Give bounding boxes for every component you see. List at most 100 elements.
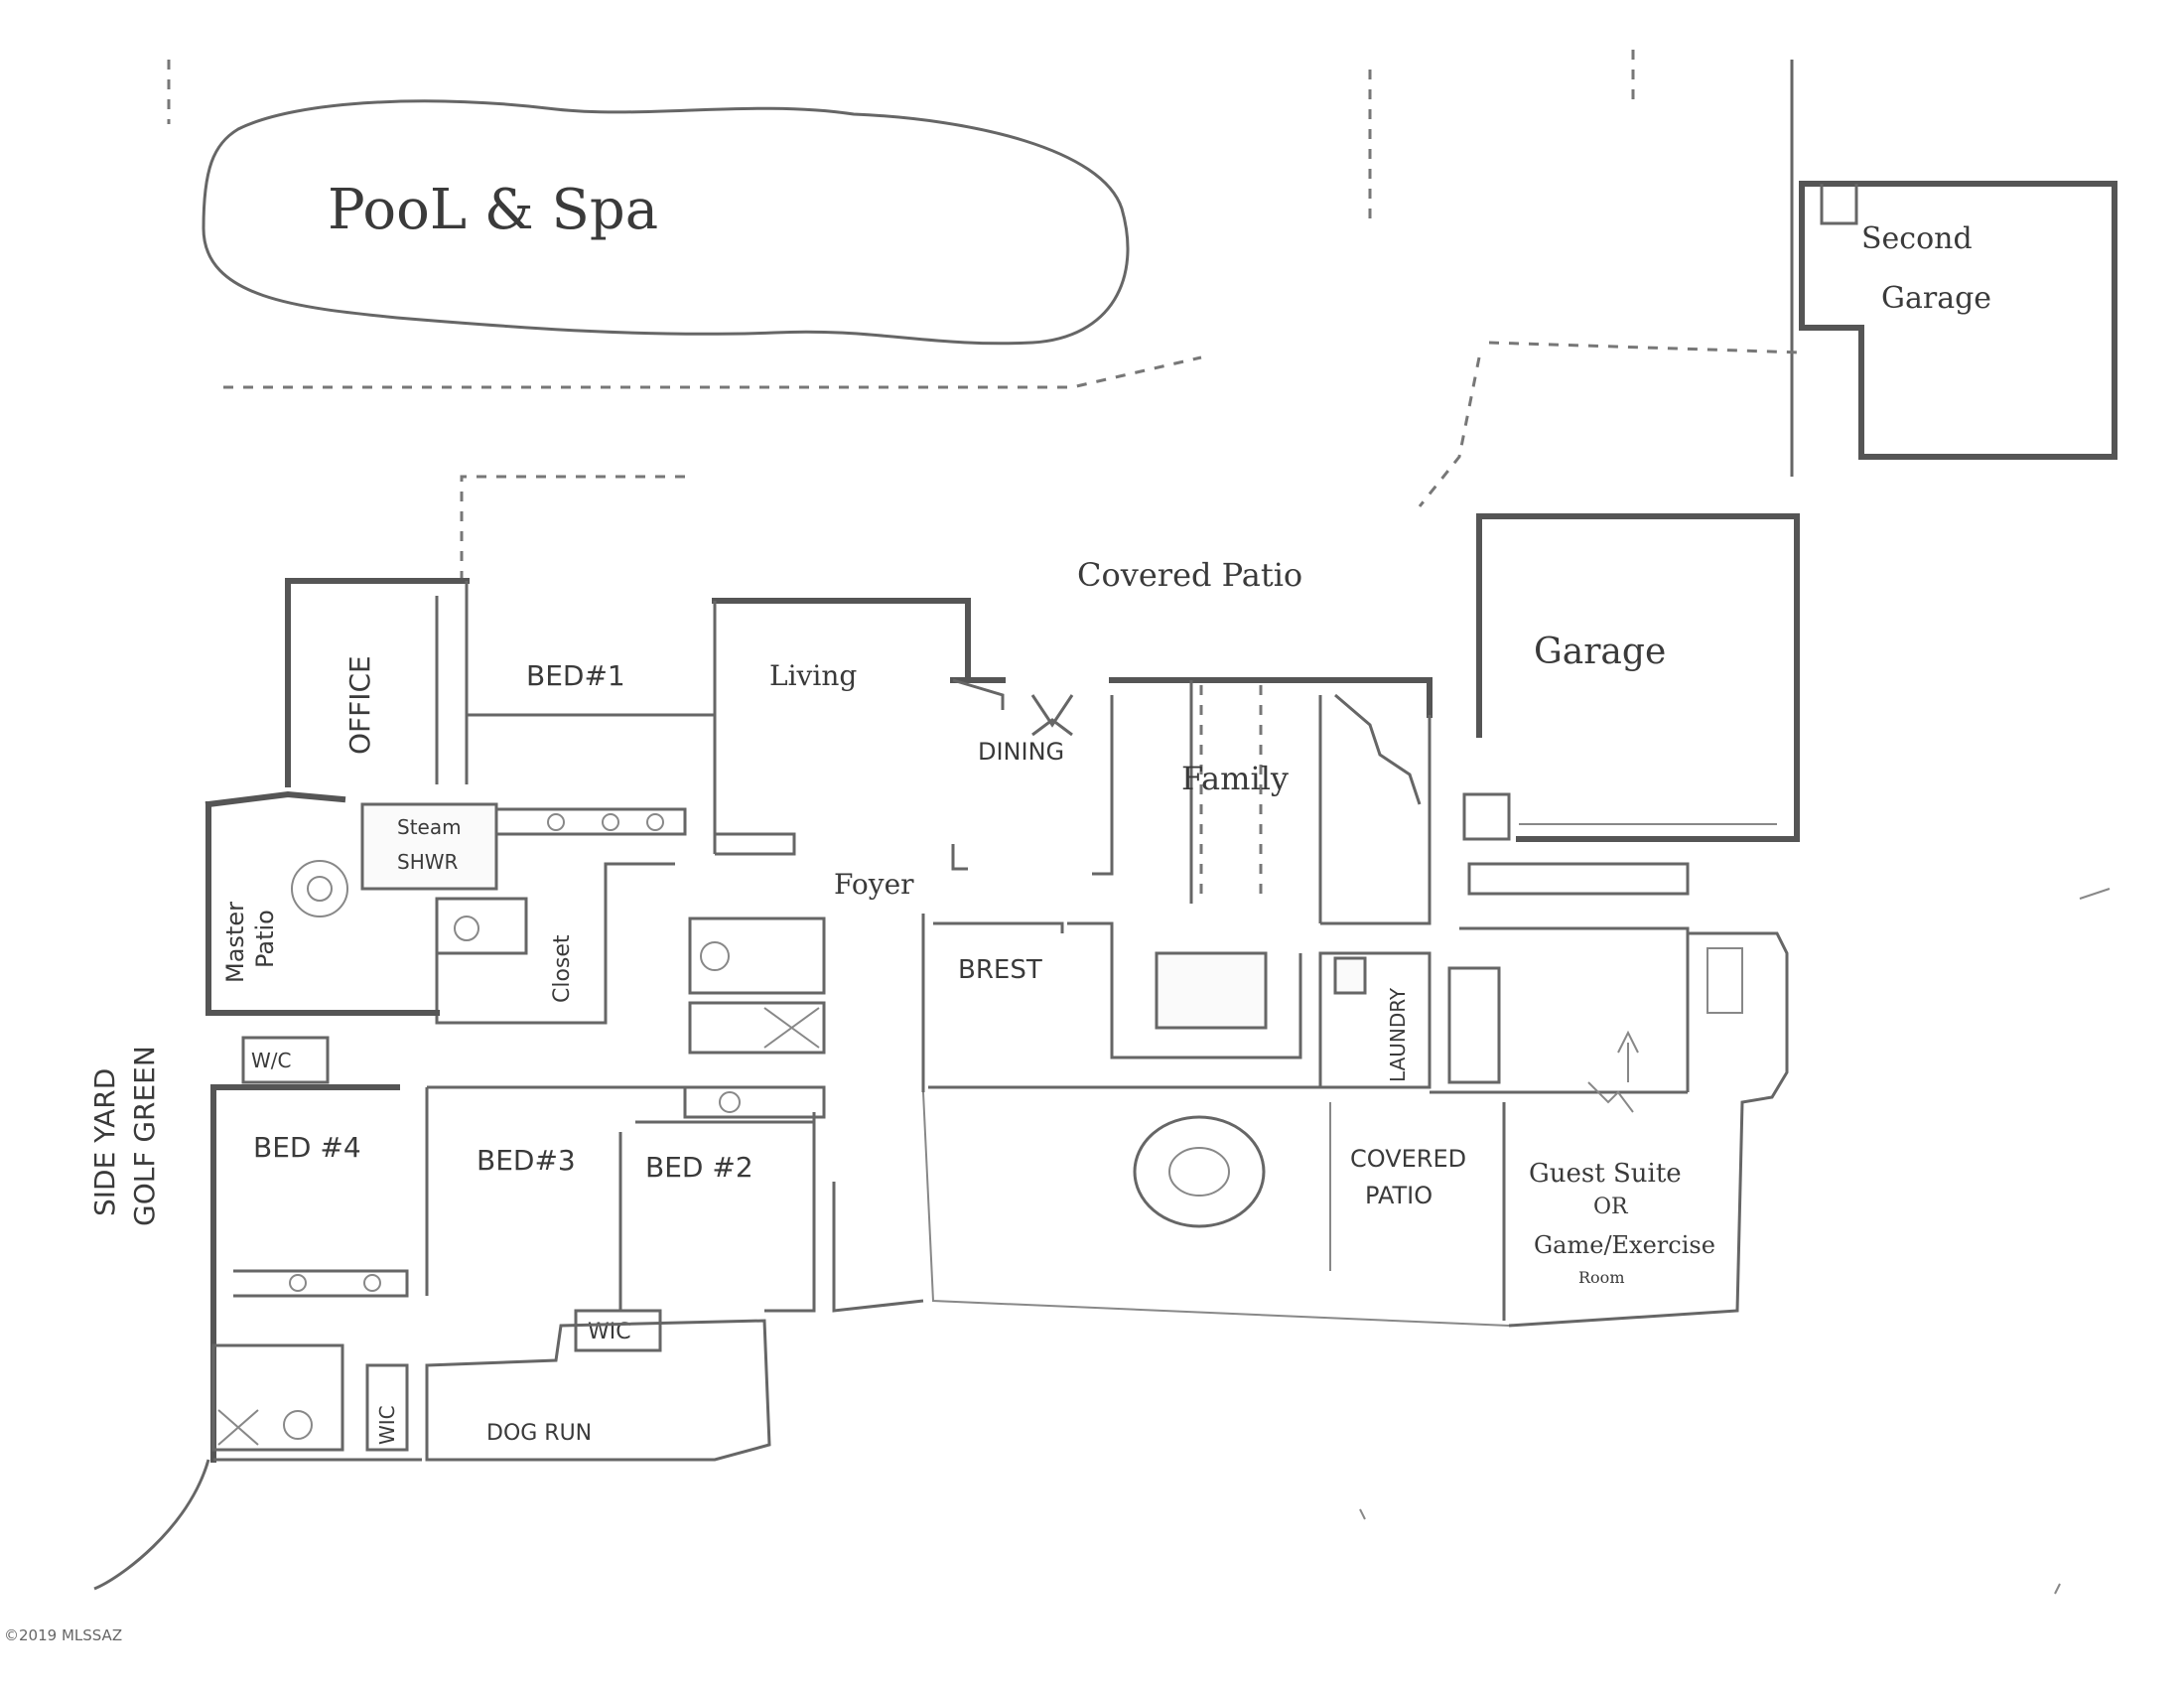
covered-patio-outline [1488,341,1803,354]
family-label: Family [1181,760,1289,797]
side-yard-label-2: GOLF GREEN [128,1046,161,1226]
garage-label: Garage [1534,632,1666,672]
pool-outline [202,99,1130,346]
bed4-wic [365,1363,409,1452]
spa-tub [291,860,348,917]
side-yard-label: SIDE YARD [88,1068,121,1216]
bed2-label: BED #2 [645,1151,753,1184]
fountain-outer [1133,1115,1266,1228]
bed4-label: BED #4 [253,1131,361,1164]
guest-suite-label: Guest Suite [1529,1159,1682,1189]
laundry-label: LAUNDRY [1386,987,1410,1082]
bath-wall [435,862,675,1025]
sketch-mark [2079,888,2111,900]
closet-rod [646,813,664,831]
foyer-label: Foyer [834,868,914,901]
sink [454,916,479,941]
wic-label-1: W/C [251,1049,291,1072]
family-wall [1320,715,1432,925]
guest-wing-window [1706,947,1743,1014]
closet-label: Closet [550,934,575,1003]
family-stair [1334,693,1422,805]
master-patio-label-2: Patio [251,910,279,968]
covered-patio-outline [460,475,695,581]
sketch-mark [2054,1583,2061,1595]
kitchen-wall [933,921,1064,933]
guest-suite-arrow [1617,1030,1639,1082]
jack-jill-bath [683,1085,826,1119]
garage-wall [1476,513,1800,842]
steam-shower-label-2: SHWR [397,850,459,874]
side-yard-arc [93,1459,210,1591]
master-wc [241,1036,330,1084]
steam-shower [360,802,498,891]
hall-bath-tub [688,1001,826,1055]
bed1-label: BED#1 [526,659,625,692]
dog-run-outline [425,1319,771,1462]
garage-entry [1462,792,1511,841]
pool-label: PooL & Spa [328,178,658,242]
hall-wall [1459,926,1690,1092]
closet-rod [602,813,619,831]
bed4-bath [211,1343,344,1452]
courtyard-wall [922,1091,1510,1327]
dining-label: DINING [978,738,1064,766]
guest-suite-label-3: Game/Exercise [1534,1231,1715,1259]
covered-patio-outline [1418,356,1481,507]
kitchen-island [1155,951,1268,1030]
courtyard-wall [832,1182,924,1313]
wic-label-3: WIC [375,1405,399,1445]
steam-shower-label: Steam [397,815,462,839]
bed1-closet-wall [467,807,687,836]
shower-x [217,1409,259,1446]
second-garage-door [1820,184,1858,225]
closet-rod [363,1274,381,1292]
breakfast-label: BREST [958,955,1042,985]
guest-suite-label-4: Room [1578,1268,1624,1287]
toilet [719,1091,741,1113]
second-garage-wall [1799,181,2117,460]
dining-door [1030,694,1074,728]
pantry [1447,966,1501,1084]
house-wall [1109,677,1433,718]
spa-tub-inner [307,876,333,902]
yard-line [223,355,1202,389]
vanity [435,897,528,955]
master-patio-wall [205,790,346,808]
office-label: OFFICE [343,655,376,755]
bed2-wall [764,1112,816,1313]
toilet [700,941,730,971]
fountain-inner [1168,1147,1230,1197]
copyright-notice: ©2019 MLSSAZ [4,1626,123,1644]
closet-rod [547,813,565,831]
dining-door [1031,718,1073,737]
house-wall [712,598,971,683]
second-garage-label-2: Garage [1881,281,1991,316]
bed2-wic [574,1309,662,1352]
covered-patio-label: Covered Patio [1077,556,1302,594]
closet-rod [289,1274,307,1292]
living-label: Living [769,659,857,692]
mudroom [1467,862,1690,896]
family-wall [1092,695,1114,876]
bed4-closet [233,1269,409,1298]
guest-wing-wall [1508,931,1789,1328]
hall-bath [688,917,826,995]
sketch-mark [1359,1508,1366,1520]
shower-x [763,1007,820,1049]
foyer-column [951,844,968,871]
guest-suite-label-2: OR [1593,1195,1629,1219]
bed3-label: BED#3 [477,1144,576,1177]
kitchen-counter [1067,921,1302,1059]
dining-wall [952,678,1005,710]
covered-patio-label-bottom: COVERED [1350,1145,1466,1173]
dog-run-label: DOG RUN [486,1421,592,1446]
covered-patio-label-bottom-2: PATIO [1365,1182,1433,1209]
washer [1333,956,1367,995]
second-garage-label: Second [1861,221,1973,256]
guest-suite-door [1587,1081,1634,1113]
living-fireplace [715,832,796,856]
laundry-room [1318,951,1432,1089]
